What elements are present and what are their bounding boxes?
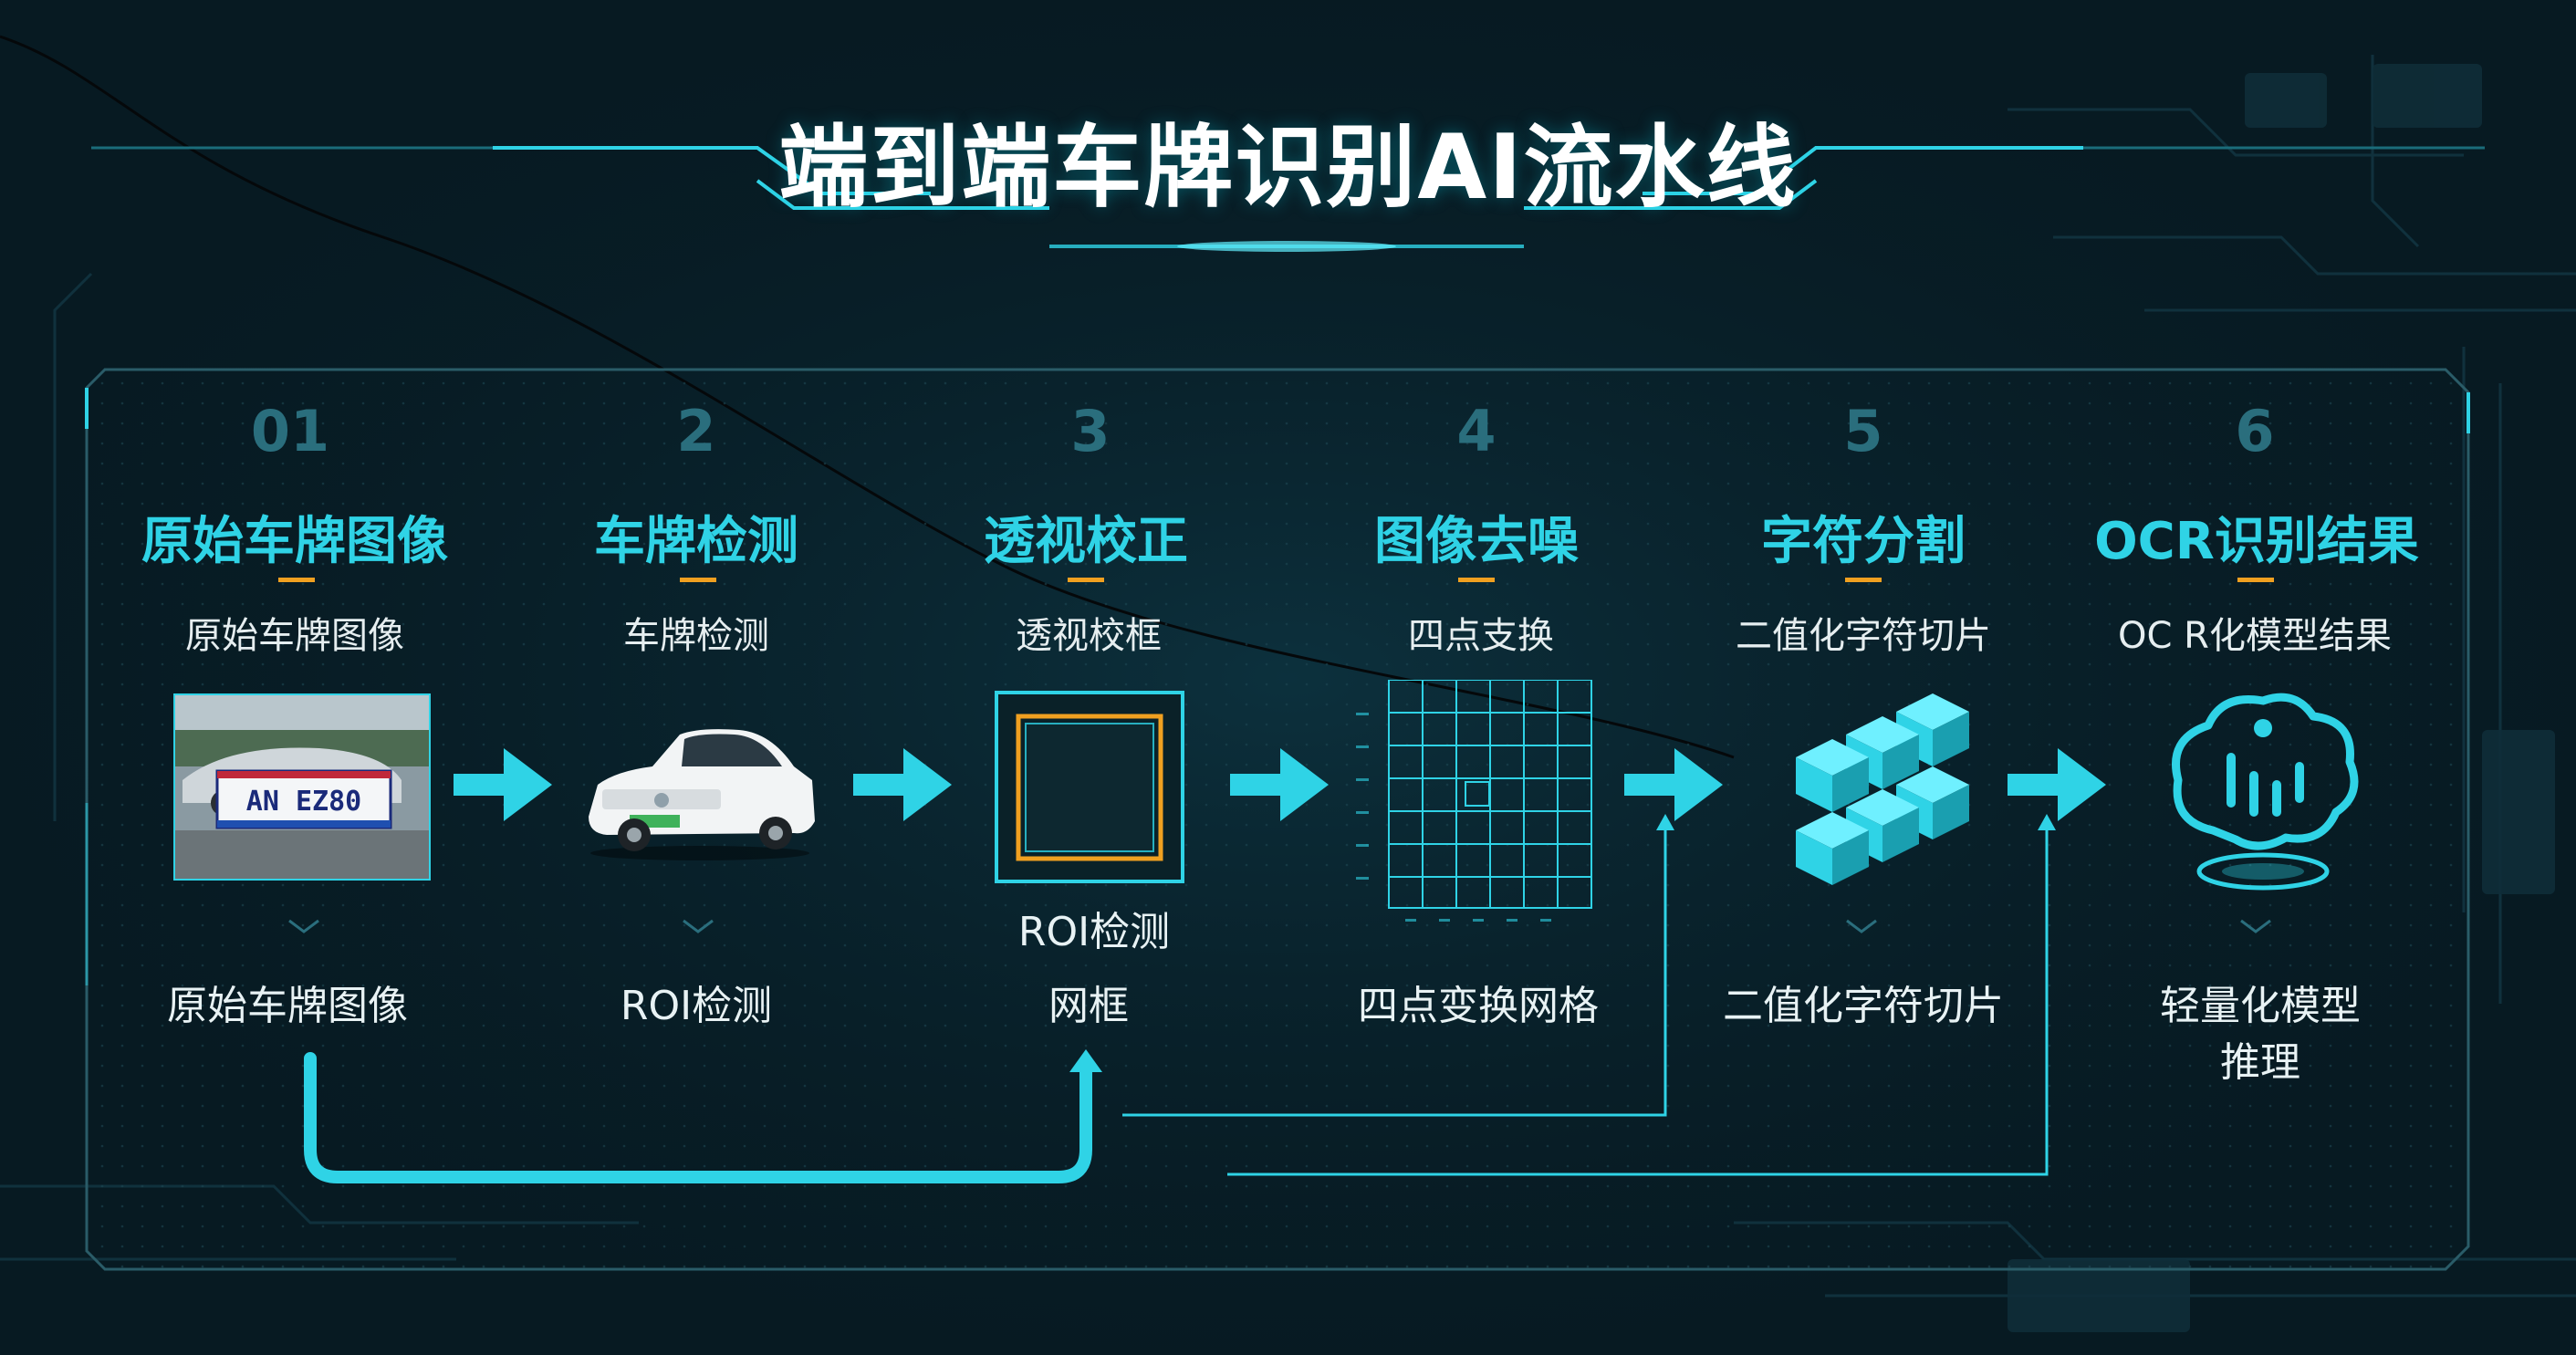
step-subtitle-4: 四点支换	[1408, 615, 1554, 657]
step-subtitle-1: 原始车牌图像	[185, 615, 404, 657]
step-title-5: 字符分割	[1761, 512, 1966, 571]
step-output-label-1: 原始车牌图像	[167, 983, 408, 1029]
step-subtitle-3: 透视校框	[1016, 615, 1162, 657]
right-arrow-icon	[853, 748, 952, 821]
page-title: 端到端车牌识别AI流水线	[778, 116, 1798, 220]
step-output-label-4: 四点变换网格	[1358, 983, 1599, 1029]
white-sedan-image	[589, 729, 815, 860]
step-subtitle-6: OC R化模型结果	[2118, 615, 2392, 657]
accent-marker	[2237, 578, 2274, 582]
chevron-down-icon	[683, 919, 714, 933]
plate-text: AN EZ80	[246, 786, 361, 818]
transform-grid-image	[1356, 680, 1592, 922]
chevron-down-icon	[1846, 919, 1877, 933]
right-arrow-icon	[1230, 748, 1329, 821]
step-title-6: OCR识别结果	[2094, 512, 2419, 571]
right-arrow-icon	[454, 748, 552, 821]
right-arrow-icon	[1624, 748, 1723, 821]
step-title-3: 透视校正	[984, 512, 1188, 571]
step-output-label-5: 二值化字符切片	[1723, 983, 2004, 1029]
chevron-down-icon	[2240, 919, 2271, 933]
step-number-2: 2	[676, 398, 716, 464]
step-title-1: 原始车牌图像	[141, 512, 448, 571]
roi-detection-label: ROI检测	[1017, 909, 1171, 955]
accent-marker	[1845, 578, 1882, 582]
car-photo-image: AN EZ80	[173, 693, 431, 881]
step-output-label-6-line-1: 轻量化模型	[2160, 983, 2361, 1029]
step-output-label-6-line-2: 推理	[2220, 1039, 2300, 1086]
chevron-down-icon	[288, 919, 319, 933]
right-arrow-icon	[2008, 748, 2106, 821]
accent-marker	[1458, 578, 1495, 582]
step-output-label-3: 网框	[1048, 983, 1129, 1029]
step-subtitle-5: 二值化字符切片	[1736, 615, 1991, 657]
step-number-6: 6	[2235, 398, 2275, 464]
step-output-label-2: ROI检测	[620, 983, 773, 1029]
roi-box-image	[995, 691, 1184, 883]
step-title-4: 图像去噪	[1374, 512, 1579, 571]
step-subtitle-2: 车牌检测	[623, 615, 769, 657]
step-number-4: 4	[1456, 398, 1497, 464]
step-number-1: 01	[250, 398, 330, 464]
accent-marker	[680, 578, 716, 582]
step-title-2: 车牌检测	[594, 512, 798, 571]
step-number-5: 5	[1843, 398, 1883, 464]
step-output-label-6: 轻量化模型 推理	[2064, 978, 2456, 1091]
isometric-cubes-image	[1796, 693, 1969, 885]
step-number-3: 3	[1070, 398, 1111, 464]
ai-brain-icon	[2171, 693, 2359, 891]
accent-marker	[278, 578, 315, 582]
accent-marker	[1068, 578, 1104, 582]
